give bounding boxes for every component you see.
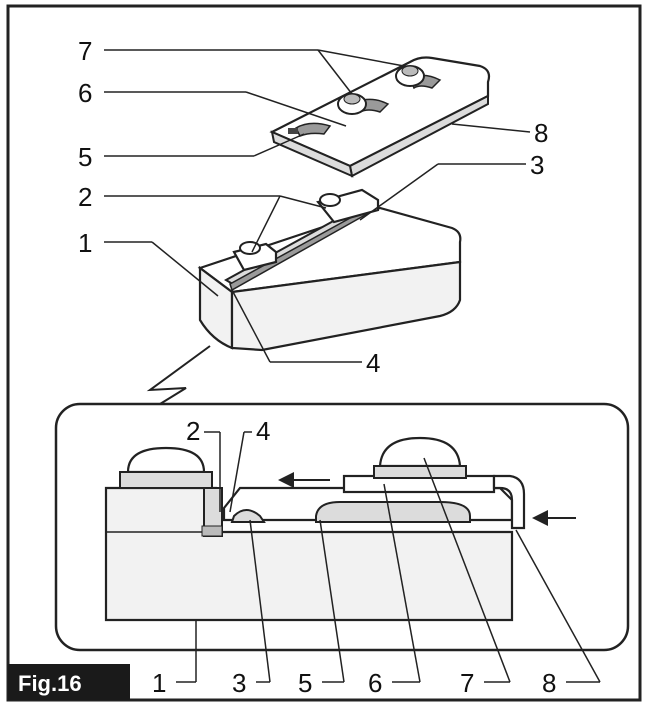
clip-cover-part [269,56,491,178]
callout-1: 1 [78,228,92,258]
bottom-callout-7: 7 [460,668,474,698]
bottom-callout-3: 3 [232,668,246,698]
battery-block [197,188,462,352]
bottom-callout-1: 1 [152,668,166,698]
callout-2: 2 [78,182,92,212]
upper-callout-labels: 7 6 5 2 1 3 8 4 [78,36,548,378]
bottom-callout-6: 6 [368,668,382,698]
callout-4: 4 [366,348,380,378]
callout-8: 8 [534,118,548,148]
upper-leader-lines [104,49,531,363]
callout-3: 3 [530,150,544,180]
callout-5: 5 [78,142,92,172]
callout-7: 7 [78,36,92,66]
push-direction-arrow-left-icon [532,510,576,526]
detail-panel [54,402,630,652]
figure-label: Fig.16 [18,671,82,696]
detail-leader-lines [176,431,601,683]
bottom-callout-8: 8 [542,668,556,698]
bottom-callout-labels: 1 3 5 6 7 8 [152,668,556,698]
slide-direction-arrow-left-icon [278,472,330,488]
callout-6: 6 [78,78,92,108]
bottom-callout-5: 5 [298,668,312,698]
detail-callout-labels: 2 4 [186,416,270,446]
detail-callout-4: 4 [256,416,270,446]
detail-callout-2: 2 [186,416,200,446]
figure-label-badge: Fig.16 [8,664,130,700]
